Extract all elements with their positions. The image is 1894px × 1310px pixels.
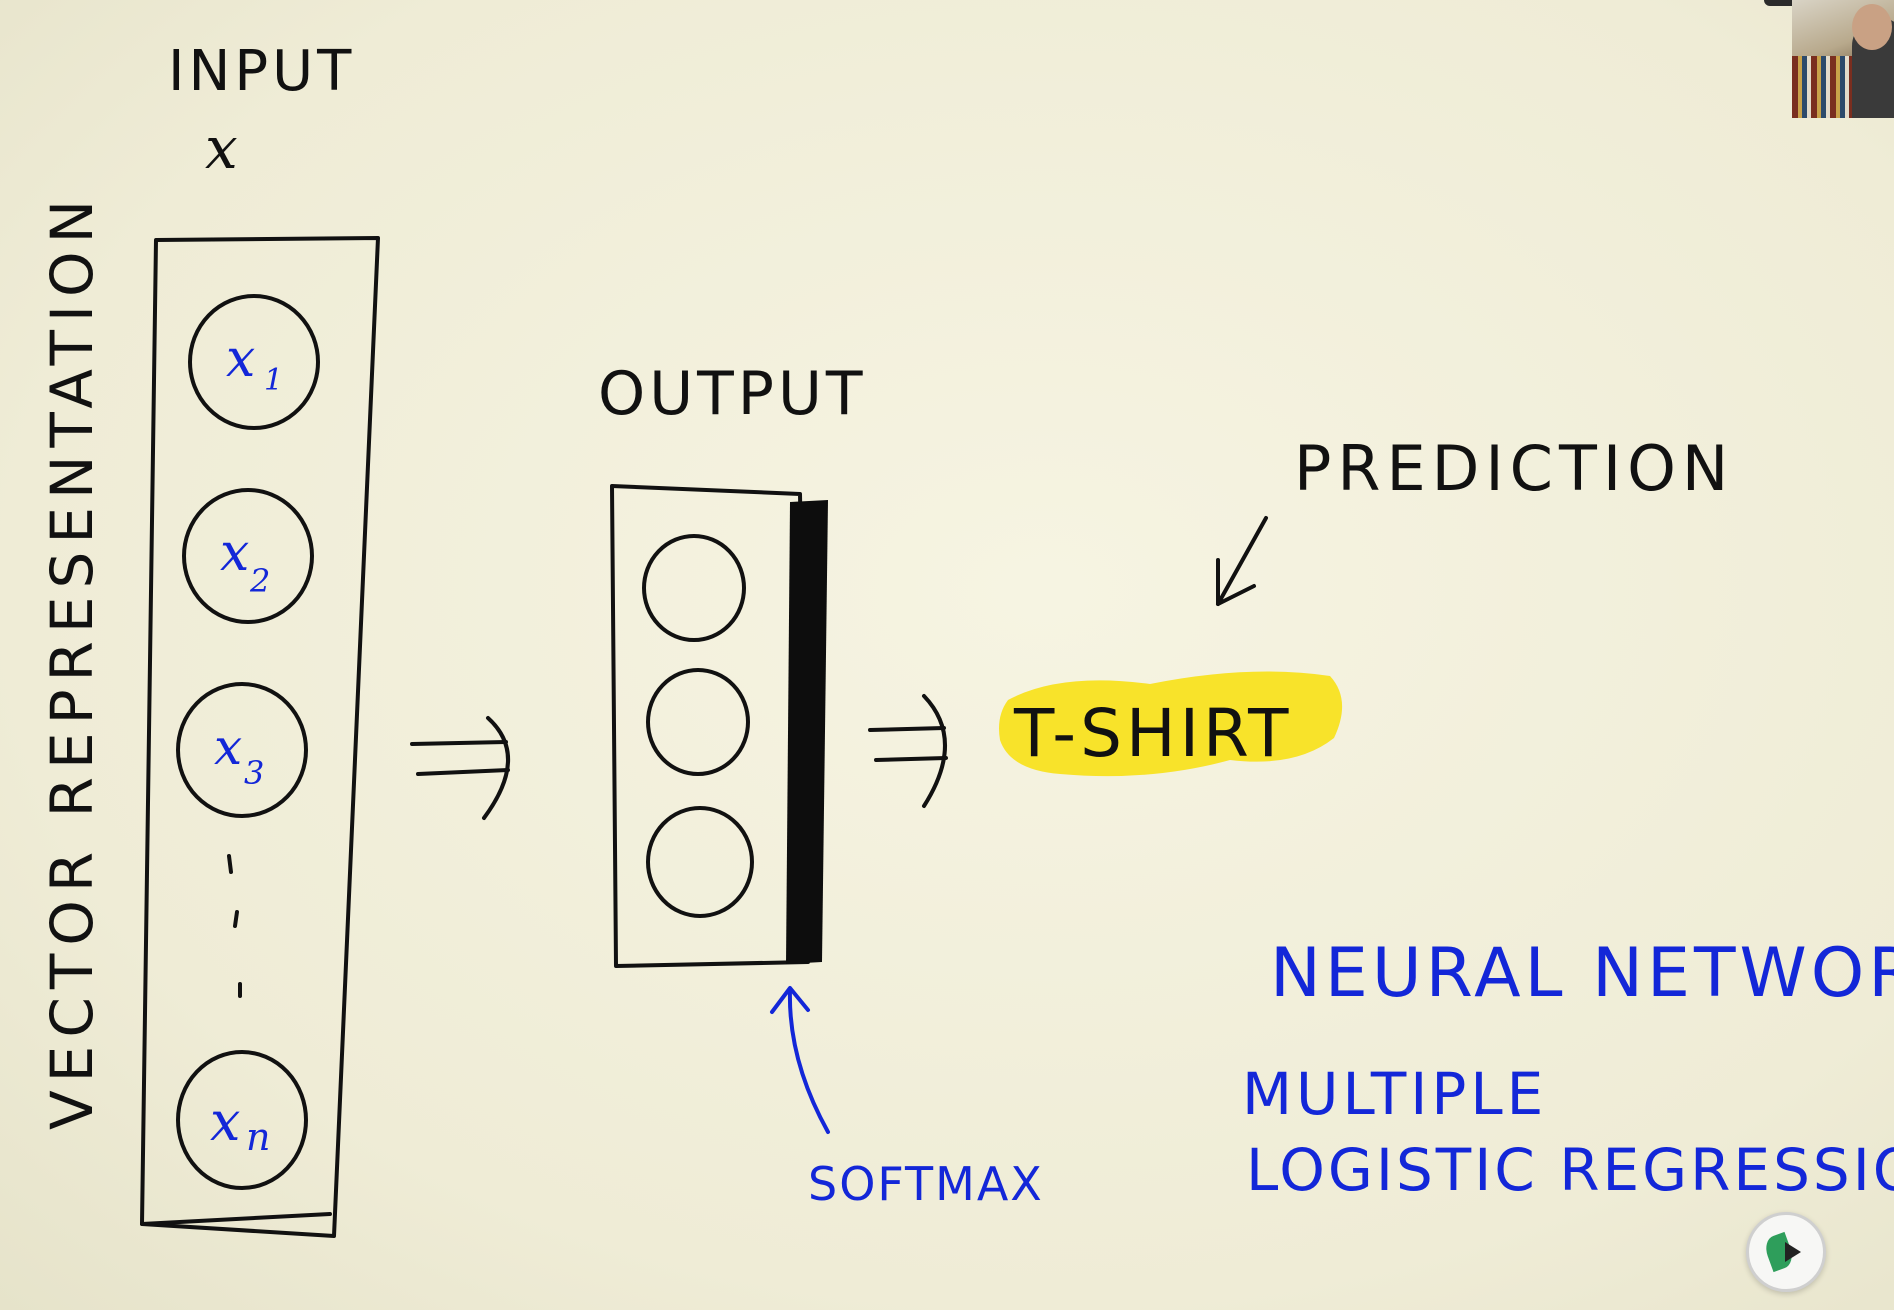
- presenter-head: [1852, 4, 1892, 50]
- softmax-label: SOFTMAX: [808, 1157, 1044, 1211]
- input-title: INPUT: [168, 39, 355, 104]
- input-node-1-base: x: [226, 329, 255, 389]
- input-node-3-base: x: [214, 718, 242, 776]
- nn-line-3: LOGISTIC REGRESSIONS: [1246, 1136, 1894, 1204]
- input-node-2-sub: 2: [249, 562, 270, 600]
- output-layer-box: [610, 484, 810, 968]
- webcam-thumbnail: [1792, 0, 1894, 118]
- prediction-highlight: [999, 671, 1343, 777]
- input-node-2-base: x: [220, 523, 249, 583]
- input-node-1: x 1: [188, 294, 320, 430]
- output-node-3: [646, 806, 754, 918]
- ellipsis-dots: [227, 854, 242, 998]
- input-node-n-base: x: [210, 1090, 240, 1153]
- input-vector-box-bottom: [140, 1212, 332, 1226]
- input-node-2: x 2: [182, 488, 314, 624]
- play-icon: [1785, 1242, 1801, 1262]
- double-arrow-right-icon: [410, 716, 510, 820]
- input-node-n-sub: n: [246, 1115, 270, 1159]
- nn-line-1: NEURAL NETWORK=: [1270, 934, 1894, 1013]
- input-node-1-sub: 1: [264, 363, 283, 398]
- output-title: OUTPUT: [598, 359, 867, 429]
- arrow-down-left-icon: [1216, 516, 1268, 606]
- prediction-label: PREDICTION: [1294, 432, 1734, 505]
- nn-line-2: MULTIPLE: [1242, 1060, 1547, 1128]
- play-badge-icon[interactable]: [1746, 1212, 1826, 1292]
- output-node-1: [642, 534, 746, 642]
- vector-representation-label: VECTOR REPRESENTATION: [38, 192, 106, 1130]
- bookshelf: [1792, 56, 1852, 118]
- input-vector-box: [140, 236, 380, 1238]
- arrow-up-icon: [770, 986, 830, 1134]
- input-node-3: x 3: [176, 682, 308, 818]
- output-node-2: [646, 668, 750, 776]
- softmax-bar: [786, 500, 828, 964]
- double-arrow-right-icon-2: [868, 694, 948, 808]
- input-symbol: x: [205, 114, 238, 182]
- prediction-value: T-SHIRT: [1013, 695, 1292, 772]
- input-node-n: x n: [176, 1050, 308, 1190]
- input-node-3-sub: 3: [244, 754, 264, 792]
